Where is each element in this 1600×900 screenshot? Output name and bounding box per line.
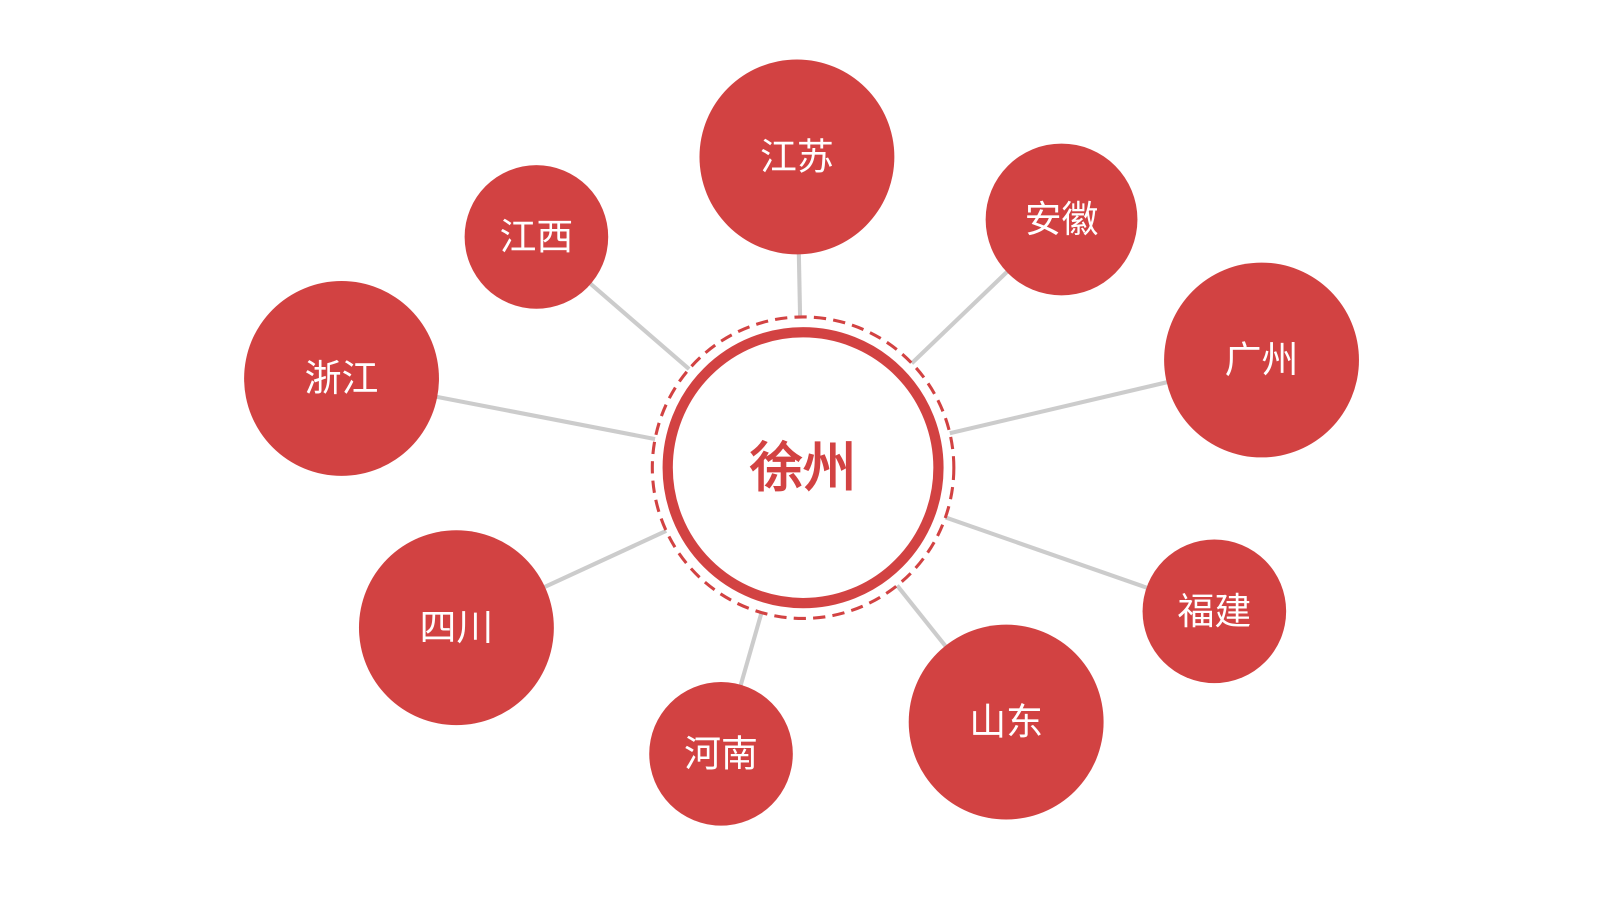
center-label: 徐州 [749,436,857,499]
node-3: 广州 [1164,262,1359,458]
node-label: 河南 [684,732,758,775]
node-circle [358,530,554,726]
node-8: 浙江 [244,281,439,476]
node-circle [908,624,1104,820]
node-label: 广州 [1225,339,1299,382]
node-circle [699,59,895,255]
node-7: 四川 [358,530,554,726]
node-label: 安徽 [1025,198,1099,241]
node-label: 福建 [1177,590,1251,633]
node-6: 河南 [649,682,793,826]
node-circle [985,143,1138,296]
node-circle [1164,262,1359,458]
node-circle [1142,539,1287,684]
node-label: 江西 [500,215,574,258]
node-label: 四川 [420,606,494,649]
node-label: 山东 [969,701,1043,744]
node-5: 山东 [908,624,1104,820]
node-2: 安徽 [985,143,1138,296]
node-1: 江苏 [699,59,895,255]
node-4: 福建 [1142,539,1287,684]
node-label: 浙江 [305,357,379,400]
center-node: 徐州 [650,315,956,620]
node-circle [244,281,439,476]
node-label: 江苏 [760,135,834,178]
node-circle [649,682,793,826]
center-solid-ring [662,327,944,609]
node-circle [464,165,609,309]
node-9: 江西 [464,165,609,309]
